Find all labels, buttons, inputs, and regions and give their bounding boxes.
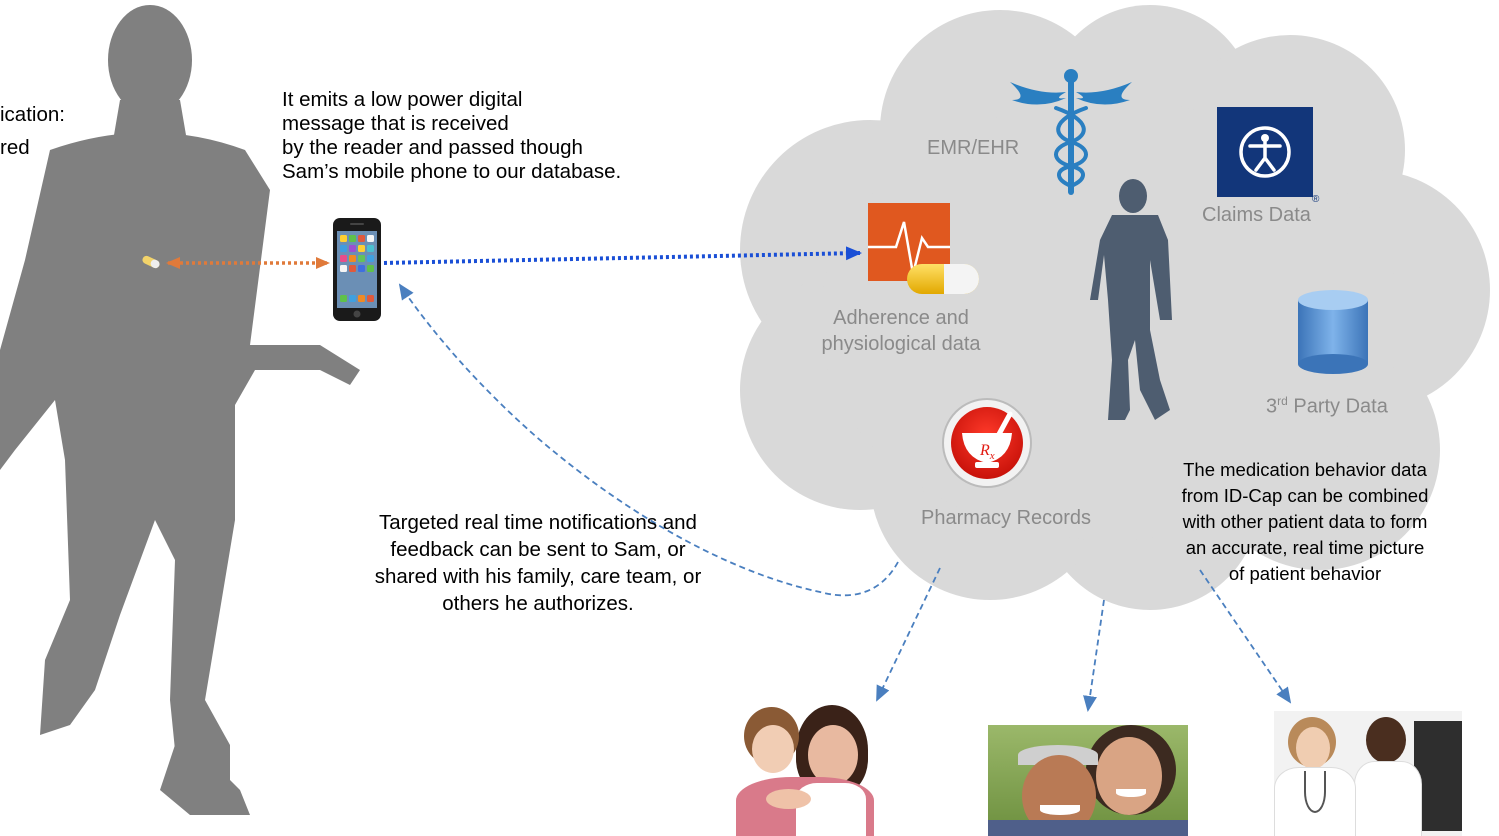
database-icon — [1298, 290, 1368, 374]
rx-symbol: Rx — [979, 442, 995, 462]
combined-line: from ID-Cap can be combined — [1181, 485, 1429, 506]
combined-line: an accurate, real time picture — [1185, 537, 1425, 558]
third-party-prefix: 3 — [1266, 395, 1278, 418]
left-cutoff-line: ication: — [0, 103, 65, 126]
phone-database-link — [383, 246, 862, 265]
cloud-person-icon — [1090, 179, 1172, 420]
combined-data-text: The medication behavior data from ID-Cap… — [1137, 457, 1473, 587]
third-party-label: 3rd Party Data — [1266, 389, 1388, 419]
notif-line: others he authorizes. — [442, 592, 634, 615]
couple-photo — [988, 725, 1188, 836]
emit-line: by the reader and passed though — [282, 136, 583, 159]
family-link — [876, 567, 941, 702]
caduceus-icon — [1010, 69, 1132, 195]
emr-label: EMR/EHR — [927, 137, 1020, 159]
ekg-pill-icon — [868, 203, 979, 294]
adherence-line: Adherence and — [833, 307, 969, 329]
registered-mark: ® — [1312, 194, 1320, 205]
combined-line: The medication behavior data — [1183, 459, 1427, 480]
combined-line: of patient behavior — [1228, 563, 1382, 584]
notifications-text: Targeted real time notifications and fee… — [318, 509, 758, 617]
emit-line: It emits a low power digital — [282, 88, 523, 111]
third-party-suffix: Party Data — [1287, 395, 1388, 418]
couple-link — [1083, 599, 1105, 712]
pharmacy-label: Pharmacy Records — [921, 507, 1092, 529]
pill-capsule-icon — [142, 255, 160, 269]
emit-message-text: It emits a low power digital message tha… — [282, 88, 621, 184]
claims-label: Claims Data — [1202, 204, 1311, 226]
third-party-sup: rd — [1277, 394, 1288, 408]
smartphone-icon — [333, 218, 381, 321]
notif-line: shared with his family, care team, or — [374, 565, 702, 588]
person-silhouette — [0, 5, 360, 815]
emit-line: message that is received — [282, 112, 509, 135]
notif-line: Targeted real time notifications and — [379, 511, 697, 534]
left-cutoff-line: red — [0, 136, 30, 159]
blue-cross-icon — [1217, 107, 1313, 197]
notif-line: feedback can be sent to Sam, or — [390, 538, 686, 561]
doctors-photo — [1274, 711, 1462, 836]
rx-mortar-icon — [942, 398, 1032, 488]
left-cutoff-text: ication: red — [0, 103, 65, 160]
adherence-line: physiological data — [821, 333, 981, 355]
family-photo — [736, 697, 874, 836]
doctors-link — [1199, 569, 1292, 704]
adherence-label: Adherence and physiological data — [806, 305, 996, 357]
emit-line: Sam’s mobile phone to our database. — [282, 160, 622, 183]
combined-line: with other patient data to form — [1182, 511, 1428, 532]
